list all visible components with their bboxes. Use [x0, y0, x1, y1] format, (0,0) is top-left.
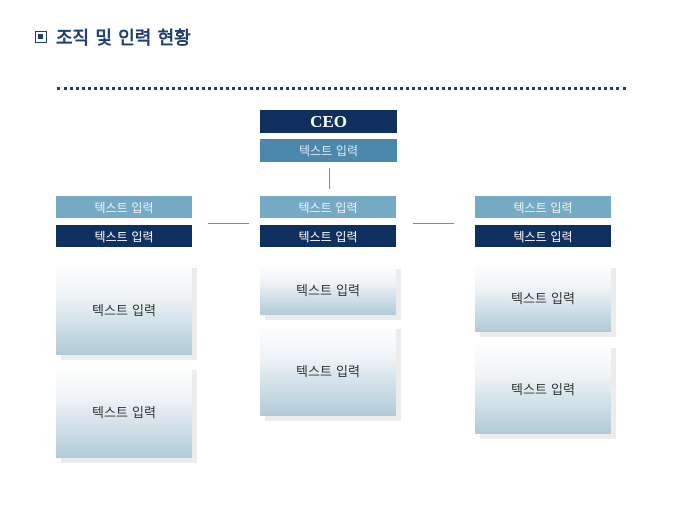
- right-card-1[interactable]: 텍스트 입력: [475, 263, 611, 332]
- right-dept-box[interactable]: 텍스트 입력: [475, 196, 611, 218]
- dotted-divider: [57, 87, 626, 90]
- middle-dept-box[interactable]: 텍스트 입력: [260, 196, 396, 218]
- left-dept-box[interactable]: 텍스트 입력: [56, 196, 192, 218]
- middle-card-1[interactable]: 텍스트 입력: [260, 264, 396, 315]
- left-card-2[interactable]: 텍스트 입력: [56, 365, 192, 458]
- left-card-1[interactable]: 텍스트 입력: [56, 263, 192, 355]
- right-head-box[interactable]: 텍스트 입력: [475, 225, 611, 247]
- connector-vertical: [329, 168, 330, 189]
- square-bullet-icon: [35, 31, 47, 43]
- connector-left: [208, 223, 249, 224]
- ceo-sub-box[interactable]: 텍스트 입력: [260, 139, 397, 162]
- ceo-box[interactable]: CEO: [260, 110, 397, 133]
- middle-card-2[interactable]: 텍스트 입력: [260, 324, 396, 416]
- middle-head-box[interactable]: 텍스트 입력: [260, 225, 396, 247]
- connector-right: [413, 223, 454, 224]
- page-title-text: 조직 및 인력 현황: [56, 28, 191, 49]
- page-title: 조직 및 인력 현황: [35, 24, 191, 50]
- right-card-2[interactable]: 텍스트 입력: [475, 343, 611, 434]
- left-head-box[interactable]: 텍스트 입력: [56, 225, 192, 247]
